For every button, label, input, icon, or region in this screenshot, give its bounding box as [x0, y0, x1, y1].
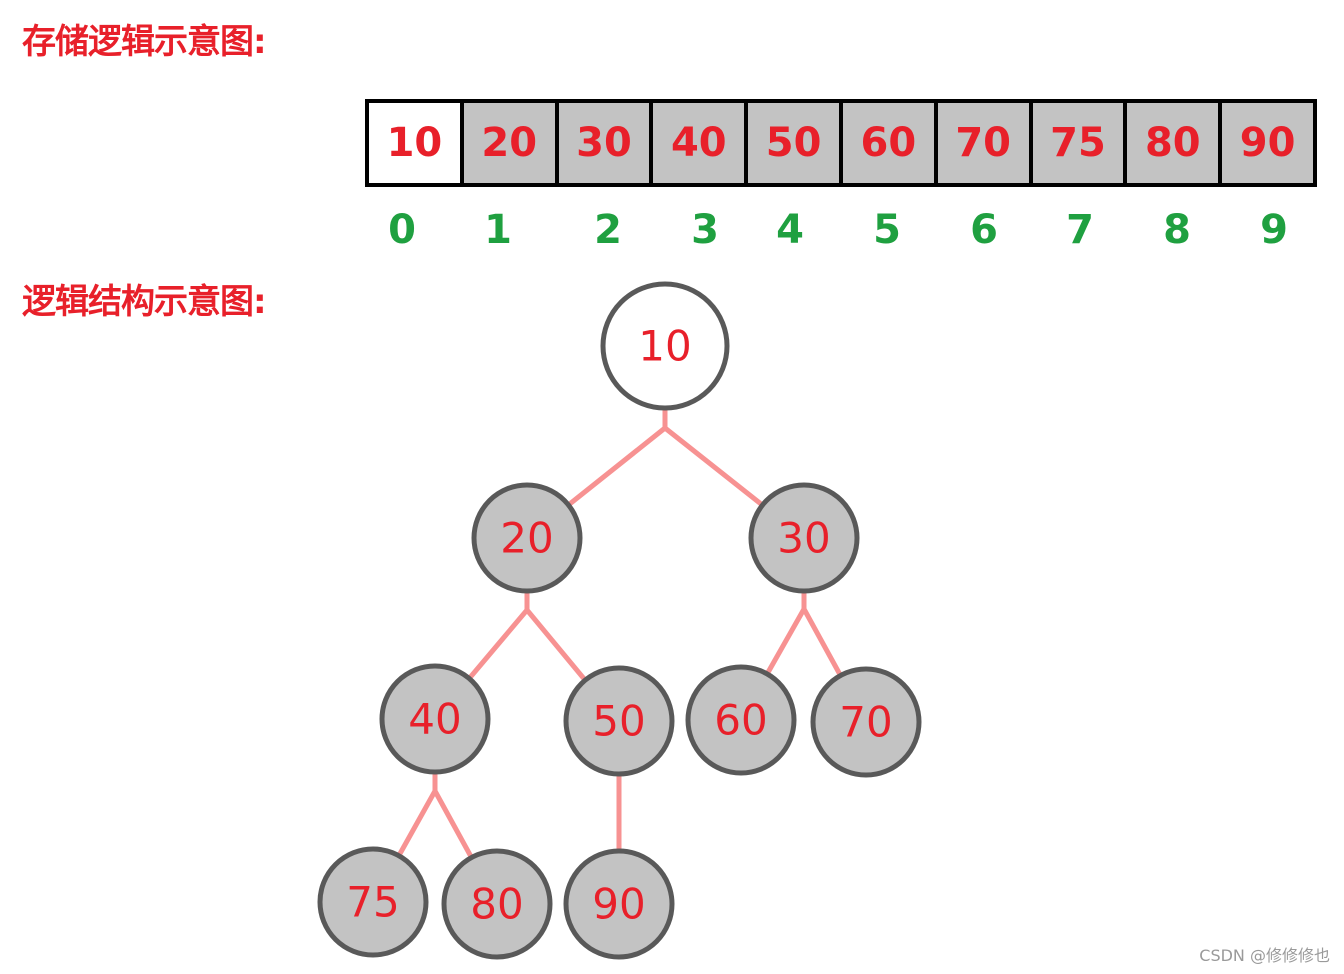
tree-node-label: 90 — [592, 880, 645, 929]
array-index: 5 — [873, 207, 901, 253]
array-index: 8 — [1163, 207, 1191, 253]
watermark: CSDN @修修修也 — [1199, 946, 1330, 965]
array-strip: 10 20 30 40 50 60 70 75 80 90 — [365, 99, 1317, 187]
tree-node-label: 70 — [839, 698, 892, 747]
tree-node: 30 — [748, 482, 860, 594]
tree-node-label: 10 — [638, 322, 691, 371]
tree-node-label: 30 — [777, 514, 830, 563]
tree-node: 10 — [600, 281, 730, 411]
tree-node-circle — [810, 666, 922, 778]
tree-node-label: 60 — [714, 696, 767, 745]
tree-node-circle — [441, 848, 553, 960]
tree-node: 40 — [379, 663, 491, 775]
logical-structure-title: 逻辑结构示意图: — [22, 282, 267, 322]
array-cell: 75 — [1028, 99, 1128, 187]
tree-node-circle — [600, 281, 730, 411]
tree-node-circle — [379, 663, 491, 775]
array-cell: 50 — [744, 99, 843, 187]
tree-node: 80 — [441, 848, 553, 960]
tree-node-circle — [563, 848, 675, 960]
tree-node: 90 — [563, 848, 675, 960]
array-index-row: 0 1 2 3 4 5 6 7 8 9 — [355, 205, 1317, 255]
tree-node-circle — [317, 846, 429, 958]
tree-node: 75 — [317, 846, 429, 958]
array-index: 3 — [691, 207, 719, 253]
storage-diagram-title: 存储逻辑示意图: — [22, 22, 267, 62]
array-index: 4 — [776, 207, 804, 253]
tree-node: 20 — [471, 482, 583, 594]
tree-node-circle — [563, 665, 675, 777]
array-cell: 80 — [1123, 99, 1223, 187]
tree-node-label: 20 — [500, 514, 553, 563]
tree-node-label: 50 — [592, 697, 645, 746]
array-index: 1 — [484, 207, 512, 253]
array-index: 9 — [1260, 207, 1288, 253]
tree-node: 70 — [810, 666, 922, 778]
array-index: 0 — [388, 207, 416, 253]
tree-edges — [370, 405, 869, 907]
array-cell: 90 — [1218, 99, 1317, 187]
array-cell: 60 — [838, 99, 938, 187]
array-cell: 30 — [554, 99, 654, 187]
tree-node: 50 — [563, 665, 675, 777]
tree-node-circle — [471, 482, 583, 594]
array-index: 7 — [1066, 207, 1094, 253]
array-index: 2 — [594, 207, 622, 253]
tree-node-circle — [748, 482, 860, 594]
array-cell: 10 — [365, 99, 464, 187]
tree-node: 60 — [685, 664, 797, 776]
tree-node-circle — [685, 664, 797, 776]
tree-node-label: 75 — [346, 878, 399, 927]
tree-node-label: 40 — [408, 695, 461, 744]
array-cell: 40 — [649, 99, 749, 187]
tree-nodes: 10 20 30 40 50 60 70 75 80 90 — [317, 281, 922, 960]
tree-node-label: 80 — [470, 880, 523, 929]
array-index: 6 — [970, 207, 998, 253]
